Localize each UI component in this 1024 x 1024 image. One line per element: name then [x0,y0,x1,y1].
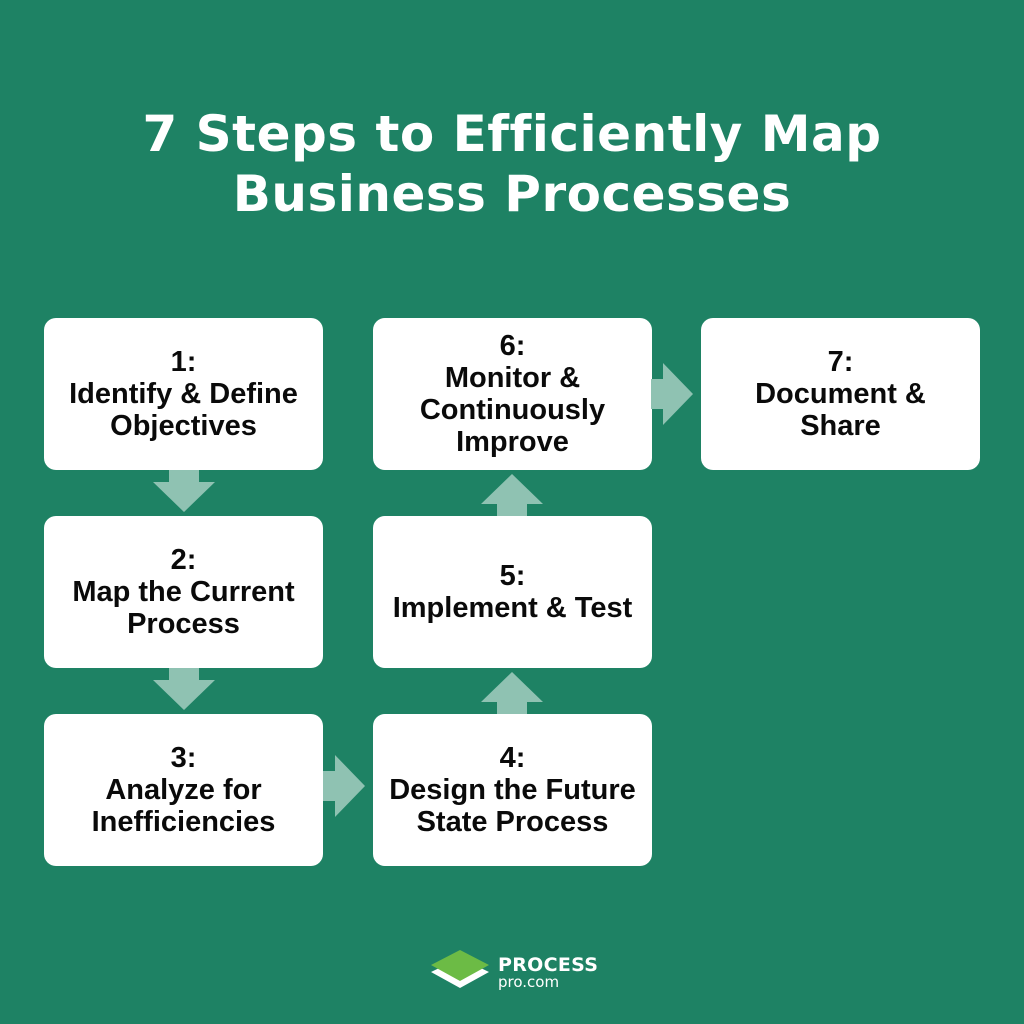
page-title: 7 Steps to Efficiently Map Business Proc… [0,104,1024,224]
logo-domain: pro.com [498,972,560,991]
step-box-4: 4: Design the Future State Process [373,714,652,866]
step-number: 4: [499,742,526,774]
stacked-layers-icon [428,948,492,997]
step-label: Identify & Define Objectives [69,378,298,442]
step-box-5: 5: Implement & Test [373,516,652,668]
step-box-6: 6: Monitor & Continuously Improve [373,318,652,470]
arrow-right-icon [651,363,693,425]
arrow-up-icon [481,672,543,714]
step-number: 3: [170,742,197,774]
step-number: 5: [499,560,526,592]
step-label: Design the Future State Process [389,774,636,838]
step-number: 7: [827,346,854,378]
arrow-down-icon [153,668,215,710]
step-label: Map the Current Process [72,576,295,640]
logo-brand: PROCESS [498,953,599,976]
step-label: Document & Share [755,378,926,442]
processpro-logo: PROCESS pro.com [428,948,598,997]
step-box-7: 7: Document & Share [701,318,980,470]
step-number: 1: [170,346,197,378]
step-label: Analyze for Inefficiencies [91,774,276,838]
title-line-2: Business Processes [232,165,792,223]
step-number: 6: [499,330,526,362]
title-line-1: 7 Steps to Efficiently Map [142,105,882,163]
arrow-up-icon [481,474,543,516]
step-box-3: 3: Analyze for Inefficiencies [44,714,323,866]
step-number: 2: [170,544,197,576]
step-box-1: 1: Identify & Define Objectives [44,318,323,470]
arrow-right-icon [323,755,365,817]
step-label: Implement & Test [392,592,633,624]
step-box-2: 2: Map the Current Process [44,516,323,668]
arrow-down-icon [153,470,215,512]
step-label: Monitor & Continuously Improve [419,362,606,458]
